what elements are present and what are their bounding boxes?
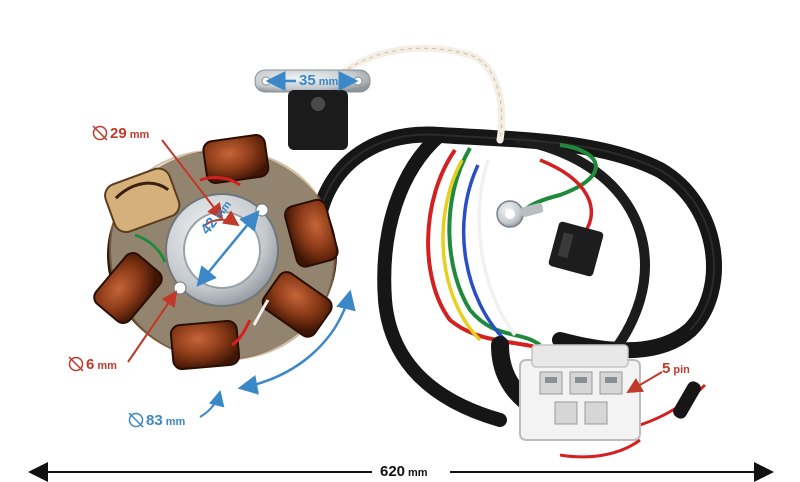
diameter-icon xyxy=(128,412,144,428)
coil-height-unit: mm xyxy=(129,129,150,141)
charging-coil xyxy=(104,167,181,233)
green-wire xyxy=(447,147,542,347)
sensor-wire xyxy=(539,158,594,233)
ring-terminal xyxy=(496,200,544,228)
stator-coil xyxy=(169,319,241,371)
outer-diameter-value: 83 xyxy=(146,412,163,429)
diameter-icon xyxy=(92,125,108,141)
ground-wire xyxy=(523,143,598,212)
yellow-wire xyxy=(441,159,482,342)
pickup-mount-value: 35 xyxy=(299,72,316,89)
pickup-body xyxy=(288,90,348,150)
connector-pin-value: 5 xyxy=(662,360,671,377)
five-pin-connector xyxy=(519,344,641,441)
stator xyxy=(93,134,339,371)
mount-hole-unit: mm xyxy=(97,360,117,372)
pickup-wire xyxy=(326,44,506,144)
cable-length-unit: mm xyxy=(408,467,428,479)
dimension-lines xyxy=(28,71,774,482)
stator-coil xyxy=(284,198,339,268)
mount-hole-value: 6 xyxy=(86,356,95,373)
blue-wire xyxy=(461,164,507,342)
pickup-mount-unit: mm xyxy=(318,76,339,88)
red-wire xyxy=(426,148,546,352)
small-connector xyxy=(548,221,604,277)
coil-height-value: 29 xyxy=(110,125,127,142)
connector-pin-unit: pin xyxy=(673,364,690,376)
diameter-icon xyxy=(68,356,84,372)
white-wire xyxy=(477,159,517,337)
stator-coil xyxy=(93,252,163,324)
wiring-harness xyxy=(310,126,722,459)
outer-diameter-unit: mm xyxy=(165,416,186,428)
cable-length-value: 620 xyxy=(380,463,406,480)
stator-coil xyxy=(202,134,270,184)
cable-sleeve-end xyxy=(673,381,701,419)
